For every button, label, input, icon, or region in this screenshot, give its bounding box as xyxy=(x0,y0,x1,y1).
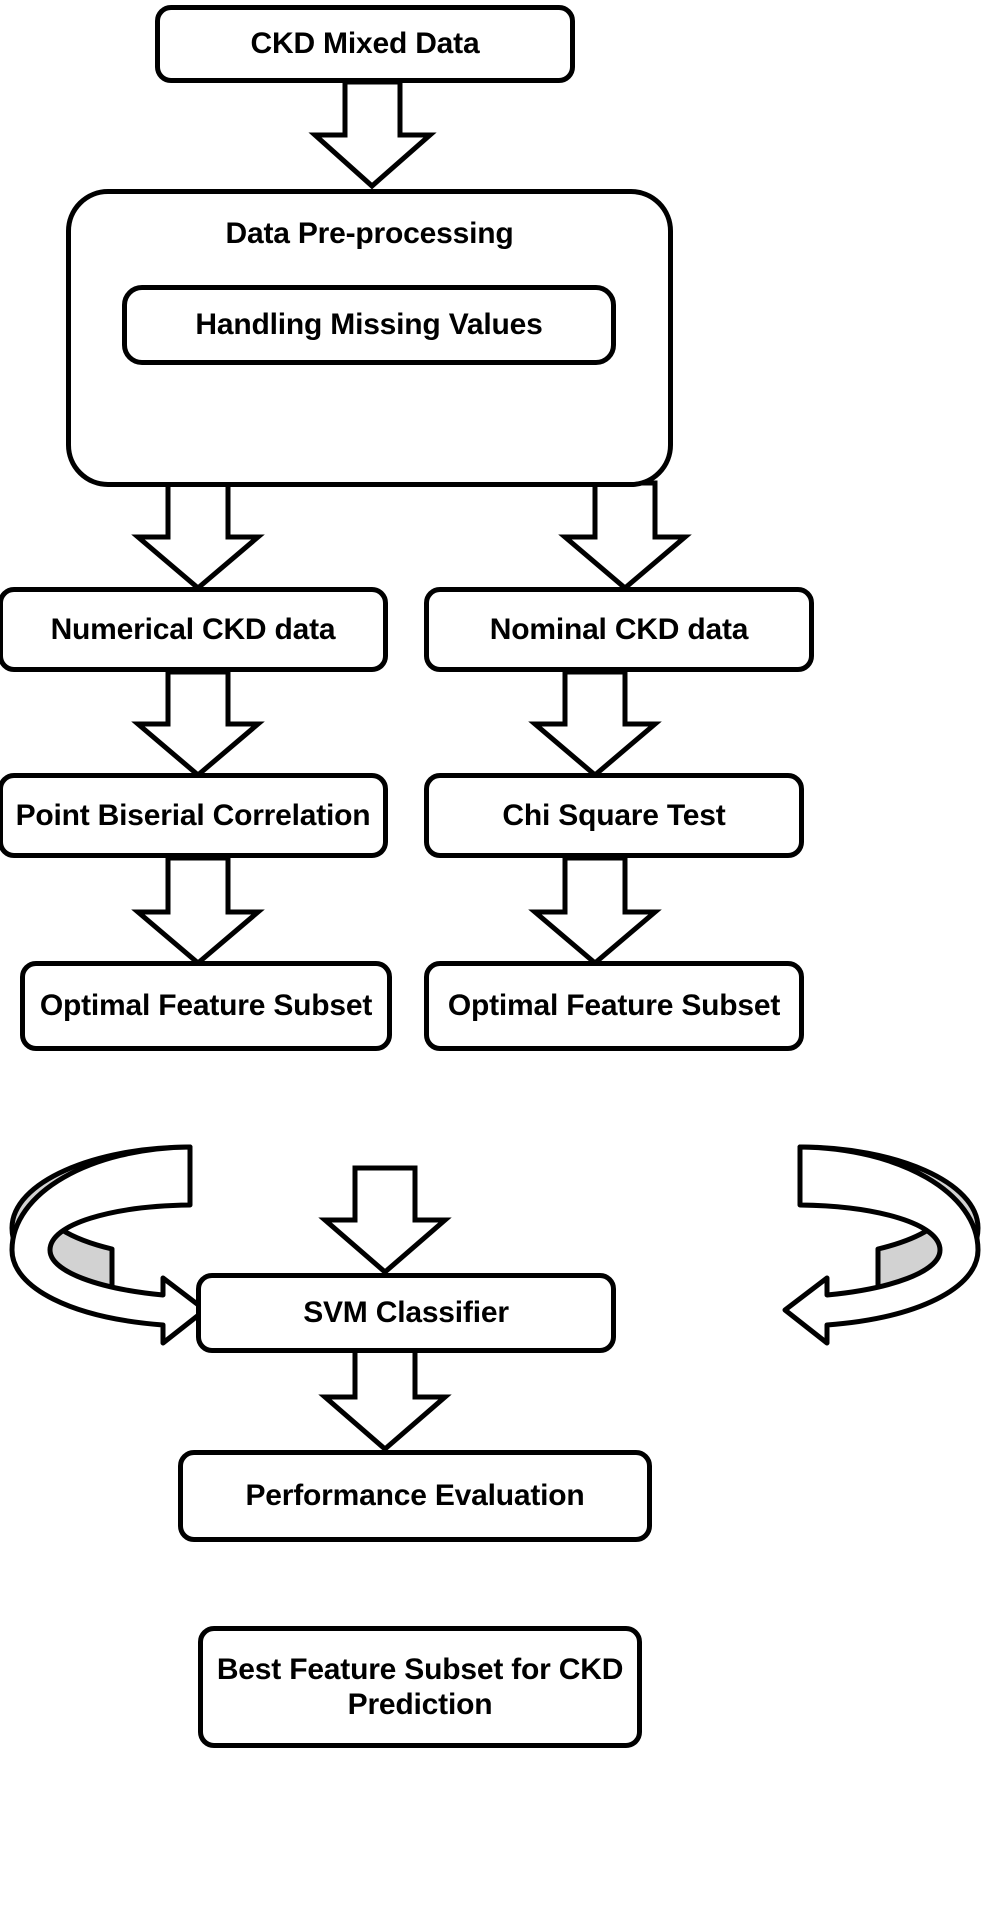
node-point-biserial-correlation-label: Point Biserial Correlation xyxy=(15,798,371,832)
node-optimal-feature-subset-left[interactable]: Optimal Feature Subset xyxy=(20,961,392,1051)
edge-svm-to-performance-arrow xyxy=(318,1165,452,1276)
edge-biserial-to-subset-left-arrow xyxy=(131,855,265,967)
node-performance-evaluation[interactable]: Performance Evaluation xyxy=(178,1450,652,1542)
node-numerical-ckd-data-label: Numerical CKD data xyxy=(50,612,336,646)
node-svm-classifier-label: SVM Classifier xyxy=(303,1296,509,1330)
node-best-feature-subset-label: Best Feature Subset for CKD Prediction xyxy=(216,1652,624,1721)
edge-mixed-to-preprocessing-arrow xyxy=(308,79,437,190)
node-data-pre-processing-label: Data Pre-processing xyxy=(225,217,514,250)
edge-numerical-to-biserial-arrow xyxy=(131,669,265,779)
edge-preprocessing-to-nominal-arrow xyxy=(558,480,692,592)
edge-nominal-to-chisquare-arrow xyxy=(528,669,662,779)
node-nominal-ckd-data[interactable]: Nominal CKD data xyxy=(424,587,814,672)
node-nominal-ckd-data-label: Nominal CKD data xyxy=(489,612,749,646)
node-optimal-feature-subset-right-label: Optimal Feature Subset xyxy=(447,989,781,1023)
edge-chisquare-to-subset-right-arrow xyxy=(528,855,662,967)
node-chi-square-test[interactable]: Chi Square Test xyxy=(424,773,804,858)
edge-subset-left-to-svm-arrow xyxy=(9,1144,208,1346)
node-optimal-feature-subset-right[interactable]: Optimal Feature Subset xyxy=(424,961,804,1051)
node-point-biserial-correlation[interactable]: Point Biserial Correlation xyxy=(0,773,388,858)
edge-subset-right-to-svm-arrow xyxy=(782,1144,981,1346)
node-ckd-mixed-data[interactable]: CKD Mixed Data xyxy=(155,5,575,83)
edge-preprocessing-to-numerical-arrow xyxy=(131,480,265,592)
node-chi-square-test-label: Chi Square Test xyxy=(502,798,726,832)
node-best-feature-subset[interactable]: Best Feature Subset for CKD Prediction xyxy=(198,1626,642,1748)
node-handling-missing-values[interactable]: Handling Missing Values xyxy=(122,285,616,365)
node-performance-evaluation-label: Performance Evaluation xyxy=(245,1479,585,1513)
node-optimal-feature-subset-left-label: Optimal Feature Subset xyxy=(39,989,373,1023)
node-handling-missing-values-label: Handling Missing Values xyxy=(195,308,543,342)
node-numerical-ckd-data[interactable]: Numerical CKD data xyxy=(0,587,388,672)
node-svm-classifier[interactable]: SVM Classifier xyxy=(196,1273,616,1353)
edge-performance-to-best-arrow xyxy=(318,1342,452,1453)
node-ckd-mixed-data-label: CKD Mixed Data xyxy=(250,27,480,61)
